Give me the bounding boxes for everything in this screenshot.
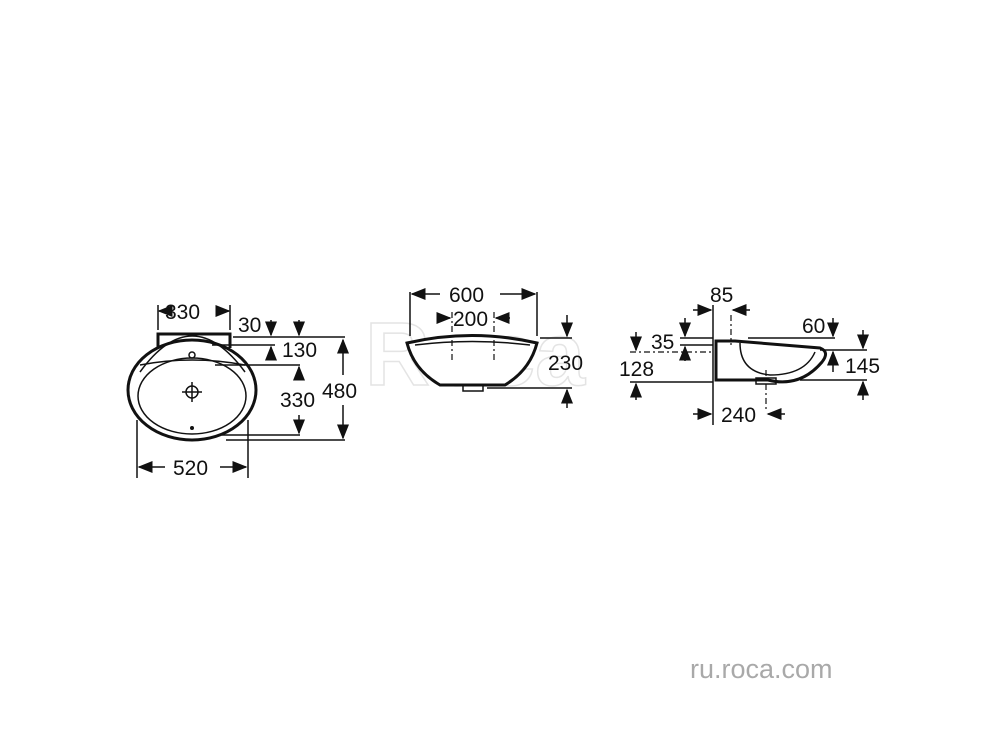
dim-230: 230 (548, 352, 583, 375)
dim-128: 128 (619, 358, 654, 381)
dim-240: 240 (721, 404, 756, 427)
dim-600: 600 (449, 284, 484, 307)
website-watermark: ru.roca.com (690, 654, 833, 684)
dim-30: 30 (238, 314, 261, 337)
dim-130: 130 (282, 339, 317, 362)
front-view: 600 200 230 (405, 284, 583, 408)
side-view: 85 35 128 60 145 240 (619, 284, 880, 427)
dim-480: 480 (322, 380, 357, 403)
dim-145: 145 (845, 355, 880, 378)
top-view: 330 30 130 330 480 520 (126, 301, 357, 480)
dim-85: 85 (710, 284, 733, 307)
dim-330-top: 330 (165, 301, 200, 324)
tap-hole-icon (188, 351, 196, 359)
dim-200: 200 (453, 308, 488, 331)
dim-520: 520 (173, 457, 208, 480)
dim-60: 60 (802, 315, 825, 338)
dim-330-side: 330 (280, 389, 315, 412)
dim-35: 35 (651, 331, 674, 354)
basin-front (405, 334, 539, 387)
